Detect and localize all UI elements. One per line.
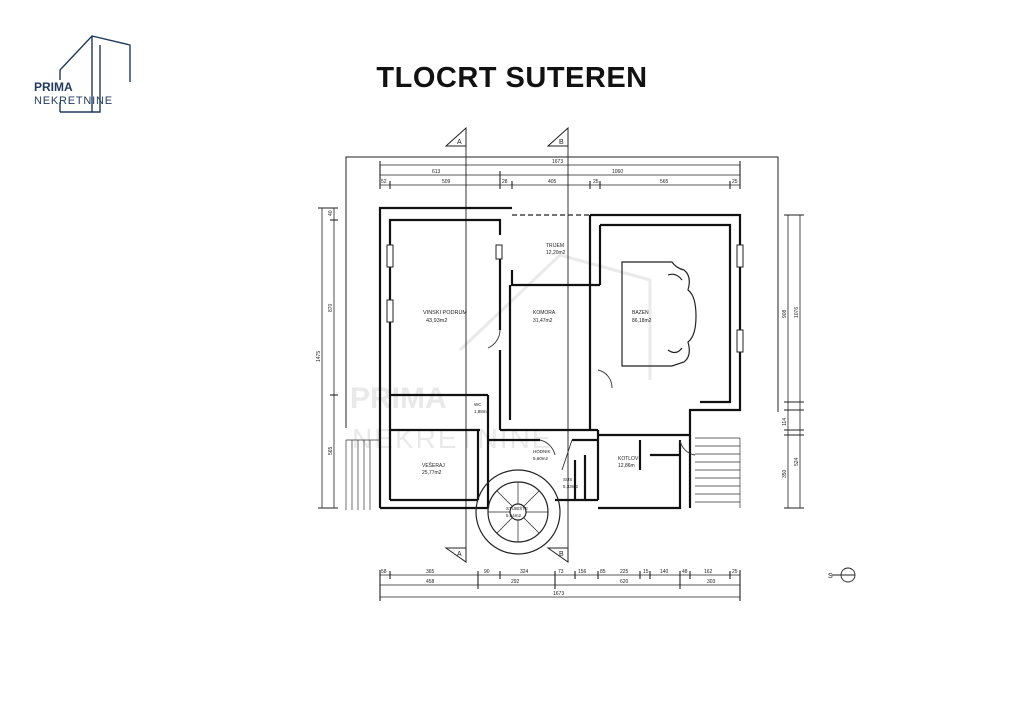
spiral-staircase [475, 469, 561, 555]
dim-bottom-seg-11: 48 [682, 569, 688, 575]
section-b-bottom: B [559, 551, 564, 558]
top-dimensions [379, 161, 741, 189]
brand-name-line1: PRIMA [34, 80, 73, 94]
dim-bottom-seg-10: 140 [660, 569, 669, 575]
dim-bottom-part-3: 620 [620, 579, 629, 585]
room-area-stairs: 5,54m2 [506, 513, 522, 518]
room-name-sus: SUS [563, 477, 572, 482]
dim-left-seg-3: 565 [328, 446, 334, 455]
room-name-hallway: HODNIK [533, 449, 551, 454]
room-name-boiler: KOTLOV [618, 456, 639, 462]
room-area-boiler: 12,86m [618, 463, 635, 469]
dim-bottom-seg-3: 90 [484, 569, 490, 575]
watermark-line2: NEKRETNINE [352, 423, 552, 454]
doors [487, 329, 696, 471]
dim-top-seg-4: 405 [548, 179, 557, 185]
dim-bottom-seg-4: 324 [520, 569, 529, 575]
dim-bottom-seg-8: 225 [620, 569, 629, 575]
dim-right-seg-5: 524 [794, 457, 800, 466]
brand-name-line2: NEKRETNINE [34, 95, 113, 107]
outdoor-steps [345, 437, 741, 510]
room-name-laundry: VEŠERAJ [422, 462, 445, 469]
room-area-wine-cellar: 43,93m2 [426, 318, 447, 324]
section-lines [465, 140, 569, 548]
dim-left-seg-2: 870 [328, 303, 334, 312]
bottom-dimension-labels: 58 365 90 324 73 156 85 225 15 140 48 16… [381, 569, 738, 597]
top-dimension-labels: 1673 613 1060 52 509 28 405 25 565 25 [381, 159, 738, 185]
room-labels: VINSKI PODRUM 43,93m2 TRIJEM 12,20m2 KOM… [422, 243, 652, 518]
bottom-dimensions [379, 570, 741, 601]
room-name-pool: BAZEN [632, 310, 649, 316]
room-name-porch: TRIJEM [546, 243, 564, 249]
room-name-wine-cellar: VINSKI PODRUM [423, 310, 467, 316]
dim-bottom-seg-6: 156 [578, 569, 587, 575]
watermark-line1: PRIMA [350, 382, 447, 415]
room-name-storage: KOMORA [533, 310, 556, 316]
pool-outline [621, 261, 697, 367]
dim-top-seg-5: 25 [593, 179, 599, 185]
section-a-bottom: A [457, 551, 462, 558]
dim-top-seg-1: 52 [381, 179, 387, 185]
room-name-wc: WC [474, 402, 482, 407]
left-dimensions [318, 207, 338, 509]
room-area-wc: 1,88m2 [474, 409, 490, 414]
room-name-stairs: STUBIŠTE [506, 505, 528, 511]
site-boundary [345, 156, 779, 428]
windows [386, 244, 744, 353]
dim-bottom-seg-7: 85 [600, 569, 606, 575]
dim-right-seg-2: 1076 [794, 307, 800, 318]
dim-right-seg-4: 350 [782, 469, 788, 478]
dim-top-seg-2: 509 [442, 179, 451, 185]
dim-top-part-1: 613 [432, 169, 441, 175]
dim-left-total: 1475 [316, 351, 322, 362]
dim-top-seg-6: 565 [660, 179, 669, 185]
page-title: TLOCRT SUTEREN [376, 62, 648, 94]
dim-bottom-part-1: 458 [426, 579, 435, 585]
dim-bottom-seg-13: 25 [732, 569, 738, 575]
north-label: S [828, 573, 833, 580]
dim-bottom-seg-2: 365 [426, 569, 435, 575]
dim-top-part-2: 1060 [612, 169, 623, 175]
room-area-laundry: 25,77m2 [422, 470, 442, 476]
room-area-hallway: 5,60m2 [533, 456, 549, 461]
dim-bottom-seg-12: 162 [704, 569, 713, 575]
dim-right-seg-3: 114 [782, 418, 788, 426]
dim-bottom-part-2: 292 [511, 579, 520, 585]
dim-top-seg-7: 25 [732, 179, 738, 185]
right-dimension-labels: 908 1076 114 350 524 [782, 307, 800, 478]
walls [378, 206, 742, 510]
dim-bottom-seg-9: 15 [643, 569, 649, 575]
logo-mark-icon: PRIMA NEKRETNINE [34, 35, 131, 113]
right-dimensions [784, 214, 804, 509]
room-area-storage: 31,47m2 [533, 318, 553, 324]
section-b-top: B [559, 139, 564, 146]
room-area-porch: 12,20m2 [546, 250, 566, 256]
room-area-pool: 86,18m2 [632, 318, 652, 324]
north-arrow-icon: S [828, 567, 856, 583]
dim-left-seg-1: 40 [328, 210, 334, 216]
dim-bottom-seg-5: 73 [558, 569, 564, 575]
dim-top-seg-3: 28 [502, 179, 508, 185]
room-area-sus: 5,33m2 [563, 484, 579, 489]
section-markers: A B A B [444, 126, 569, 563]
dim-bottom-part-4: 303 [707, 579, 716, 585]
dim-top-total: 1673 [552, 159, 563, 165]
dim-bottom-seg-1: 58 [381, 569, 387, 575]
left-dimension-labels: 40 870 565 1475 [316, 210, 334, 455]
dim-right-seg-1: 908 [782, 309, 788, 318]
section-a-top: A [457, 139, 462, 146]
brand-logo: PRIMA NEKRETNINE [30, 30, 140, 120]
dim-bottom-total: 1673 [553, 591, 564, 597]
